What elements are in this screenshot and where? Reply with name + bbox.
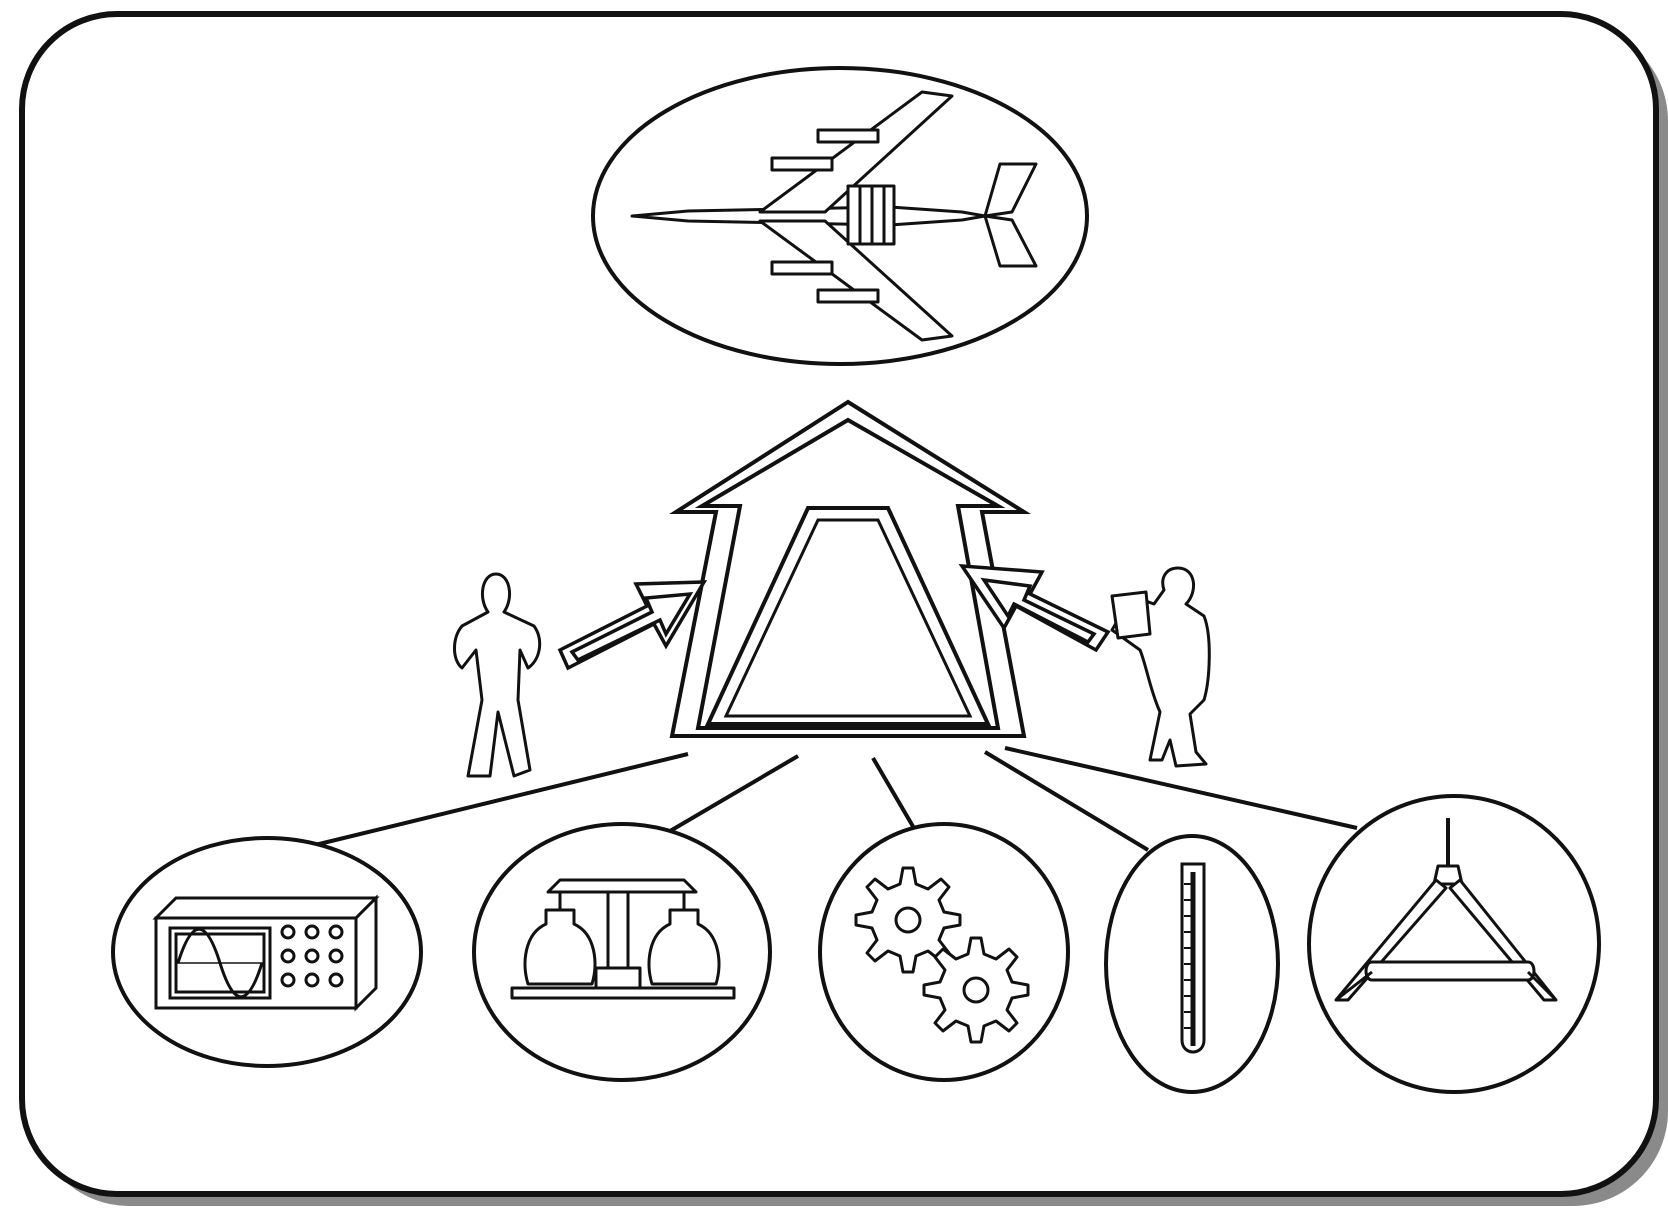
oscilloscope-knobs [282,926,342,986]
oscilloscope-icon [156,898,376,1008]
balance-scale-node [474,824,770,1080]
oscilloscope-node [113,838,421,1066]
gears-node [820,824,1068,1080]
airplane-node [593,68,1087,364]
triangle-instrument-node [1309,796,1599,1092]
thermometer-icon [1182,864,1204,1052]
thermometer-node [1106,836,1278,1092]
